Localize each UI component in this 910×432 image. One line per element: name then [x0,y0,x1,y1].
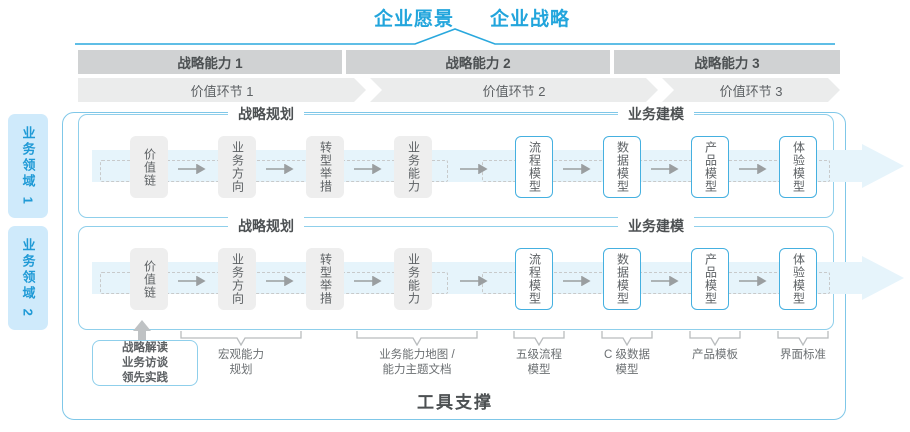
value-chain-label-3: 价值环节 3 [719,83,783,99]
lane-2-arrow-1 [178,276,206,286]
lane-2-arrow-3 [354,276,382,286]
lane-2-planning-section-label: 战略规划 [228,216,304,236]
value-chain-bar-2[interactable]: 价值环节 2 [370,78,658,102]
lane-2-node-value-chain[interactable]: 价值链 [130,248,168,310]
tool-label-product-template: 产品模板 [692,349,738,361]
lane-1-node-experience-model[interactable]: 体验模型 [779,136,817,198]
lane-2-node-product-model[interactable]: 产品模型 [691,248,729,310]
tool-label-five-level-process: 五级流程模型 [516,349,562,376]
lane-2-arrow-4 [460,276,488,286]
tool-label-macro-capability: 宏观能力规划 [218,349,264,376]
value-chain-bar-3[interactable]: 价值环节 3 [662,78,840,102]
capability-bar-1[interactable]: 战略能力 1 [78,50,342,74]
brace-five-level-process [513,331,565,346]
value-chain-bar-1[interactable]: 价值环节 1 [78,78,366,102]
lane-2-node-experience-model[interactable]: 体验模型 [779,248,817,310]
lane-1-arrow-5 [563,164,591,174]
strategic-capability-bar-row: 战略能力 1 战略能力 2 战略能力 3 [78,50,840,74]
brace-interface-standard [777,331,829,346]
lane-1-arrow-7 [739,164,767,174]
lane-1-arrow-1 [178,164,206,174]
lane-1-node-data-model[interactable]: 数据模型 [603,136,641,198]
lane-1-arrow-2 [266,164,294,174]
lane-1-node-value-chain[interactable]: 价值链 [130,136,168,198]
lane-2-planning-dashed-strip [100,272,448,294]
lane-2-node-business-direction[interactable]: 业务方向 [218,248,256,310]
lane-2-arrow-6 [651,276,679,286]
tool-box-strategy-interpretation[interactable]: 战略解读业务访谈领先实践 [92,340,198,386]
lane-2-node-data-model[interactable]: 数据模型 [603,248,641,310]
lane-1-planning-dashed-strip [100,160,448,182]
lane-1-planning-section-label: 战略规划 [228,104,304,124]
lane-1-node-transformation-measures[interactable]: 转型举措 [306,136,344,198]
brace-product-template [689,331,741,346]
capability-bar-3[interactable]: 战略能力 3 [614,50,840,74]
business-domain-tag-1[interactable]: 业务领域 1 [8,114,48,218]
lane-2-node-transformation-measures[interactable]: 转型举措 [306,248,344,310]
lane-1-modeling-section-label: 业务建模 [618,104,694,124]
lane-1-node-business-direction[interactable]: 业务方向 [218,136,256,198]
lane-2-arrow-7 [739,276,767,286]
lane-2-node-business-capability[interactable]: 业务能力 [394,248,432,310]
value-chain-up-arrow-icon [133,320,151,342]
value-chain-bar-row: 价值环节 1 价值环节 2 价值环节 3 [78,78,840,102]
domain-lane-1: 战略规划 业务建模 价值链 业务方向 转型举措 业务能力 流程模型 数据模型 产… [78,104,904,218]
brace-macro-capability [180,331,302,346]
lane-1-arrow-6 [651,164,679,174]
lane-1-arrow-3 [354,164,382,174]
value-chain-label-2: 价值环节 2 [482,83,546,99]
brace-capability-map [356,331,478,346]
lane-1-arrow-4 [460,164,488,174]
brace-c-level-data [601,331,653,346]
enterprise-strategy-title: 企业战略 [490,9,571,30]
enterprise-vision-title: 企业愿景 [374,9,455,30]
lane-2-arrow-2 [266,276,294,286]
lane-2-arrow-5 [563,276,591,286]
value-chain-label-1: 价值环节 1 [190,83,254,99]
domain-lane-2: 战略规划 业务建模 价值链 业务方向 转型举措 业务能力 流程模型 数据模型 产… [78,216,904,330]
lane-1-node-process-model[interactable]: 流程模型 [515,136,553,198]
vision-strategy-connector-line [75,28,835,45]
lane-1-node-business-capability[interactable]: 业务能力 [394,136,432,198]
tool-label-c-level-data: C 级数据模型 [604,349,650,376]
lane-2-modeling-section-label: 业务建模 [618,216,694,236]
lane-2-node-process-model[interactable]: 流程模型 [515,248,553,310]
lane-1-node-product-model[interactable]: 产品模型 [691,136,729,198]
tool-label-interface-standard: 界面标准 [780,349,826,361]
capability-bar-2[interactable]: 战略能力 2 [346,50,610,74]
tool-support-footer-title: 工具支撑 [417,393,493,412]
tool-label-capability-map: 业务能力地图 /能力主题文档 [379,349,455,376]
business-domain-tag-2[interactable]: 业务领域 2 [8,226,48,330]
